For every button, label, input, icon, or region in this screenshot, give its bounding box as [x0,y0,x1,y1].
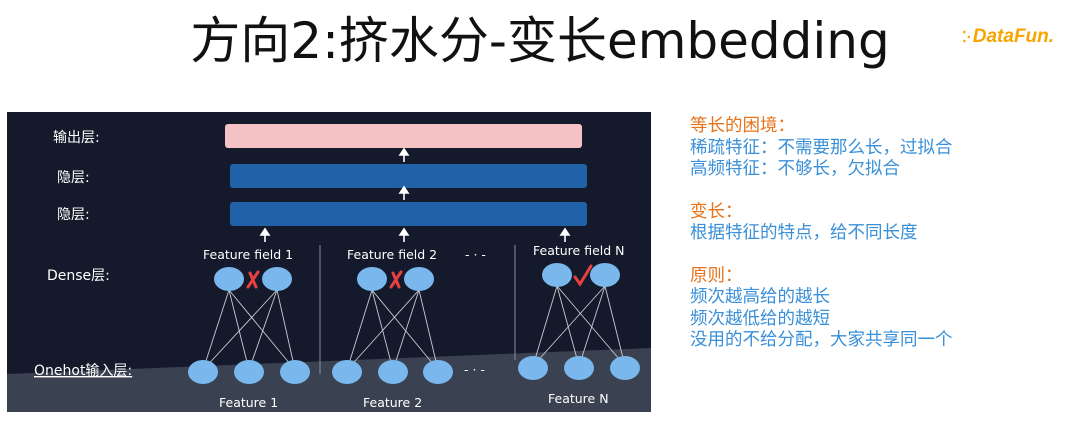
note-block-dilemma: 等长的困境： 稀疏特征：不需要那么长，过拟合 高频特征：不够长，欠拟合 [690,116,1070,181]
arrow-up-icon [398,185,410,200]
note-heading: 原则： [690,265,743,286]
feature-label-n: Feature N [548,391,609,406]
note-line: 高频特征：不够长，欠拟合 [690,159,900,179]
note-block-principles: 原则： 频次越高给的越长 频次越低给的越短 没用的不给分配，大家共享同一个 [690,266,1070,352]
logo-text: DataFun. [972,26,1055,47]
field-label-n: Feature field N [533,243,625,258]
check-icon [573,264,593,287]
onehot-node [188,360,218,384]
label-hidden-layer-2: 隐层: [57,207,90,223]
dense-node [404,267,434,291]
slide-title: 方向2:挤水分-变长embedding [190,12,890,70]
note-heading: 等长的困境： [690,116,795,136]
onehot-node [564,356,594,380]
arrow-up-icon [398,227,410,242]
onehot-node [332,360,362,384]
note-line: 频次越低给的越短 [690,308,830,329]
output-layer-bar [225,124,582,148]
note-block-variable: 变长： 根据特征的特点，给不同长度 [690,202,1070,245]
cross-icon [389,270,403,289]
note-line: 根据特征的特点，给不同长度 [690,223,918,243]
cross-icon [246,270,260,289]
notes-panel: 等长的困境： 稀疏特征：不需要那么长，过拟合 高频特征：不够长，欠拟合 变长： … [690,116,1070,373]
dense-node [357,267,387,291]
label-onehot-layer: Onehot输入层: [34,363,132,379]
field-label-2: Feature field 2 [347,247,437,262]
dense-node [262,267,292,291]
note-heading: 变长： [690,201,743,222]
feature-label-1: Feature 1 [219,395,278,410]
onehot-node [280,360,310,384]
note-line: 稀疏特征：不需要那么长，过拟合 [690,137,953,158]
onehot-node [378,360,408,384]
label-output-layer: 输出层: [53,130,100,146]
hidden-layer-bar-1 [230,164,587,188]
label-dense-layer: Dense层: [47,268,110,284]
arrow-up-icon [398,147,410,162]
field-label-1: Feature field 1 [203,247,293,262]
connections [202,285,626,371]
feature-label-2: Feature 2 [363,395,422,410]
note-line: 没用的不给分配，大家共享同一个 [690,330,953,350]
dense-node [590,263,620,287]
dots-icon: ⁚· [962,29,972,46]
note-line: 频次越高给的越长 [690,287,830,307]
dense-node [214,267,244,291]
onehot-node [234,360,264,384]
arrow-up-icon [259,227,271,242]
arrow-up-icon [559,227,571,242]
hidden-layer-bar-2 [230,202,587,226]
bottom-band [7,348,651,412]
dense-node [542,263,572,287]
onehot-node [423,360,453,384]
ellipsis-top: - · - [465,247,486,262]
network-diagram: 输出层: 隐层: 隐层: Dense层: Onehot输入层: Feature … [7,112,651,412]
datafun-logo: ⁚·DataFun. [962,26,1054,48]
ellipsis-bottom: - · - [464,362,485,377]
label-hidden-layer-1: 隐层: [57,170,90,186]
onehot-node [518,356,548,380]
onehot-node [610,356,640,380]
